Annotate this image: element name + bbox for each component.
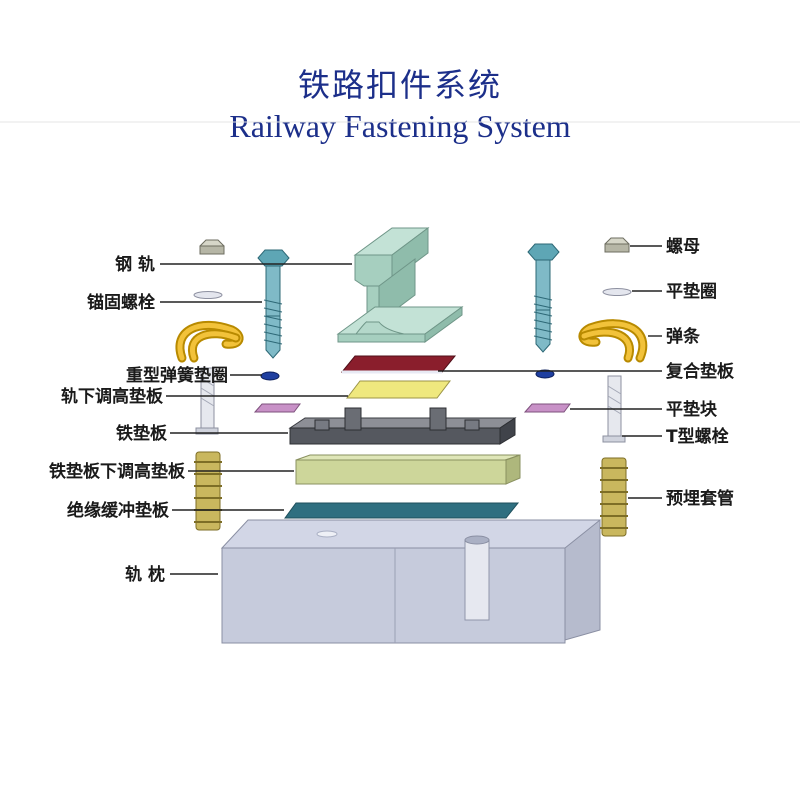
composite-pad — [340, 355, 457, 374]
label-sleeper: 轨 枕 — [125, 564, 165, 585]
label-anchor-bolt: 锚固螺栓 — [87, 292, 155, 313]
flat-washer-right — [602, 288, 632, 296]
label-under-rail-adjust-pad: 轨下调高垫板 — [61, 386, 164, 407]
iron-base-plate — [288, 407, 517, 445]
label-flat-block: 平垫块 — [666, 399, 718, 420]
flat-block-left — [253, 403, 301, 413]
embedded-sleeve-left — [194, 451, 222, 531]
label-t-bolt: T型螺栓 — [666, 426, 729, 447]
anchor-bolt-right — [527, 243, 560, 353]
sleeper — [220, 518, 601, 644]
under-rail-adjust-pad — [345, 380, 452, 399]
nut-left — [199, 239, 225, 255]
spring-clip-right — [578, 319, 648, 363]
flat-washer-left — [193, 291, 223, 299]
label-nut: 螺母 — [666, 237, 700, 257]
label-heavy-spring-washer: 重型弹簧垫圈 — [126, 365, 228, 386]
heavy-spring-washer-right — [535, 369, 555, 379]
leader-lines — [160, 245, 662, 575]
label-composite-pad: 复合垫板 — [665, 361, 735, 382]
insulation-buffer-pad — [284, 502, 520, 519]
label-spring-clip: 弹条 — [666, 326, 701, 347]
rail — [336, 227, 464, 343]
t-bolt-right — [602, 375, 626, 443]
label-insulation-buffer-pad: 绝缘缓冲垫板 — [67, 500, 170, 521]
label-rail: 钢 轨 — [115, 254, 155, 275]
nut-right — [604, 237, 630, 253]
anchor-bolt-left — [257, 249, 290, 359]
labels-right: 螺母 平垫圈 弹条 复合垫板 平垫块 T型螺栓 预埋套管 — [665, 237, 735, 509]
title-chinese: 铁路扣件系统 — [297, 66, 502, 104]
spring-clip-left — [175, 320, 244, 363]
label-under-plate-adjust-pad: 铁垫板下调高垫板 — [49, 461, 186, 482]
flat-block-right — [523, 403, 571, 413]
under-plate-adjust-pad — [295, 454, 521, 485]
t-bolt-left — [195, 367, 219, 435]
heavy-spring-washer-left — [260, 371, 280, 381]
label-flat-washer: 平垫圈 — [666, 281, 717, 302]
labels-left: 钢 轨 锚固螺栓 重型弹簧垫圈 轨下调高垫板 铁垫板 铁垫板下调高垫板 绝缘缓冲… — [49, 254, 228, 585]
label-iron-base-plate: 铁垫板 — [116, 423, 168, 444]
embedded-sleeve-right — [600, 457, 628, 537]
title-english: Railway Fastening System — [229, 108, 571, 144]
label-embedded-sleeve: 预埋套管 — [666, 488, 734, 509]
